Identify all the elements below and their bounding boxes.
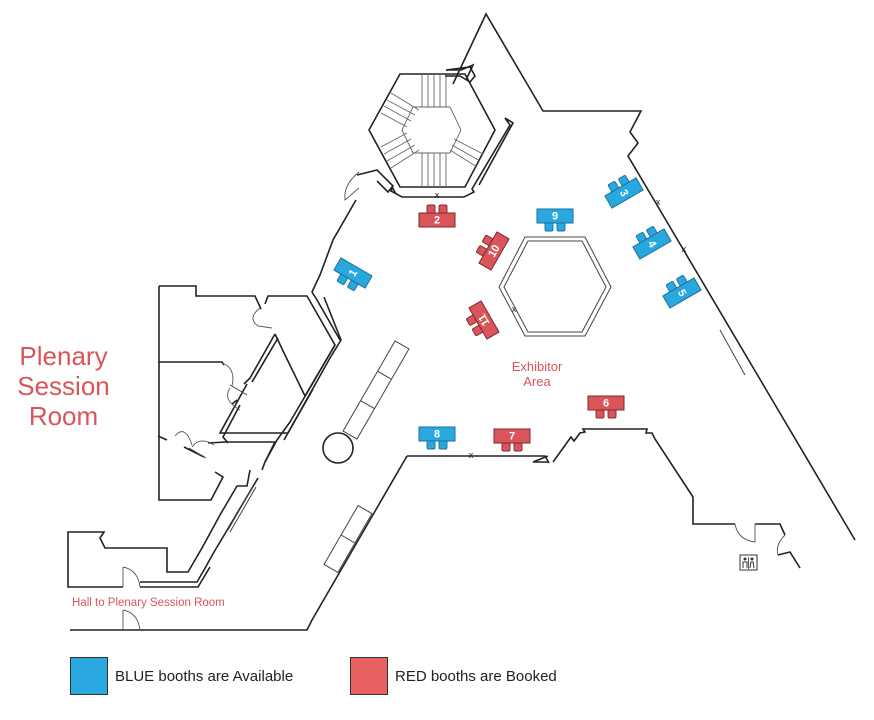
booth-5[interactable]: 5 bbox=[659, 271, 702, 309]
booth-8[interactable]: 8 bbox=[418, 426, 456, 450]
booth-number: 11 bbox=[476, 312, 492, 328]
plenary-label-line: Room bbox=[28, 400, 99, 431]
booth-7[interactable]: 7 bbox=[493, 428, 531, 452]
plenary-label-line: Plenary bbox=[19, 341, 108, 371]
svg-text:x: x bbox=[512, 304, 517, 314]
booth-number: 3 bbox=[617, 188, 630, 199]
plenary-room-walls bbox=[157, 285, 342, 501]
booth-number: 9 bbox=[552, 211, 558, 223]
booth-9[interactable]: 9 bbox=[536, 208, 574, 232]
legend-text-available: BLUE booths are Available bbox=[115, 667, 294, 685]
booth-table[interactable] bbox=[418, 426, 456, 442]
booth-table[interactable] bbox=[478, 231, 510, 271]
booth-table[interactable] bbox=[493, 428, 531, 444]
exhibitor-area-label: Exhibitor Area bbox=[497, 359, 577, 390]
booth-1[interactable]: 1 bbox=[330, 257, 373, 295]
booth-4[interactable]: 4 bbox=[629, 222, 672, 260]
plenary-room-label: Plenary Session Room bbox=[6, 341, 121, 432]
exhibitor-label-line: Exhibitor bbox=[511, 359, 563, 374]
svg-text:x: x bbox=[682, 244, 687, 254]
booth-table[interactable] bbox=[604, 177, 644, 209]
booth-table[interactable] bbox=[632, 228, 672, 260]
booth-11[interactable]: 11 bbox=[462, 300, 500, 343]
stairwell: x bbox=[356, 63, 515, 200]
fixtures bbox=[322, 329, 746, 574]
booth-number: 1 bbox=[347, 268, 360, 279]
exhibitor-label-line: Area bbox=[523, 373, 551, 389]
booth-table[interactable] bbox=[662, 277, 702, 309]
legend-available: BLUE booths are Available bbox=[70, 657, 293, 695]
doors bbox=[122, 171, 786, 631]
restroom-icon bbox=[739, 554, 758, 571]
booth-6[interactable]: 6 bbox=[587, 395, 625, 419]
booths-layer: 1 2 3 4 5 6 7 8 9 10 11 bbox=[330, 171, 702, 452]
hall-label: Hall to Plenary Session Room bbox=[72, 597, 225, 609]
booth-3[interactable]: 3 bbox=[601, 171, 644, 209]
legend-swatch-booked bbox=[350, 657, 388, 695]
booth-number: 10 bbox=[486, 243, 503, 260]
svg-text:x: x bbox=[469, 450, 474, 460]
booth-number: 5 bbox=[675, 288, 688, 299]
svg-text:x: x bbox=[435, 190, 440, 200]
exhibitor-hexagon: x bbox=[498, 236, 612, 337]
booth-table[interactable] bbox=[587, 395, 625, 411]
wall-markers: x x x bbox=[469, 197, 687, 460]
booth-table[interactable] bbox=[418, 212, 456, 228]
booth-table[interactable] bbox=[468, 300, 500, 340]
booth-table[interactable] bbox=[536, 208, 574, 224]
booth-number: 6 bbox=[603, 398, 609, 410]
building-walls bbox=[67, 12, 856, 631]
booth-number: 7 bbox=[509, 431, 515, 443]
booth-table[interactable] bbox=[333, 257, 373, 289]
plenary-label-line: Session bbox=[17, 370, 110, 401]
legend-swatch-available bbox=[70, 657, 108, 695]
booth-2[interactable]: 2 bbox=[418, 204, 456, 228]
legend-booked: RED booths are Booked bbox=[350, 657, 557, 695]
svg-text:x: x bbox=[656, 197, 661, 207]
booth-number: 8 bbox=[434, 429, 440, 441]
legend-text-booked: RED booths are Booked bbox=[395, 667, 557, 685]
booth-10[interactable]: 10 bbox=[472, 228, 510, 271]
booth-number: 2 bbox=[434, 215, 440, 227]
